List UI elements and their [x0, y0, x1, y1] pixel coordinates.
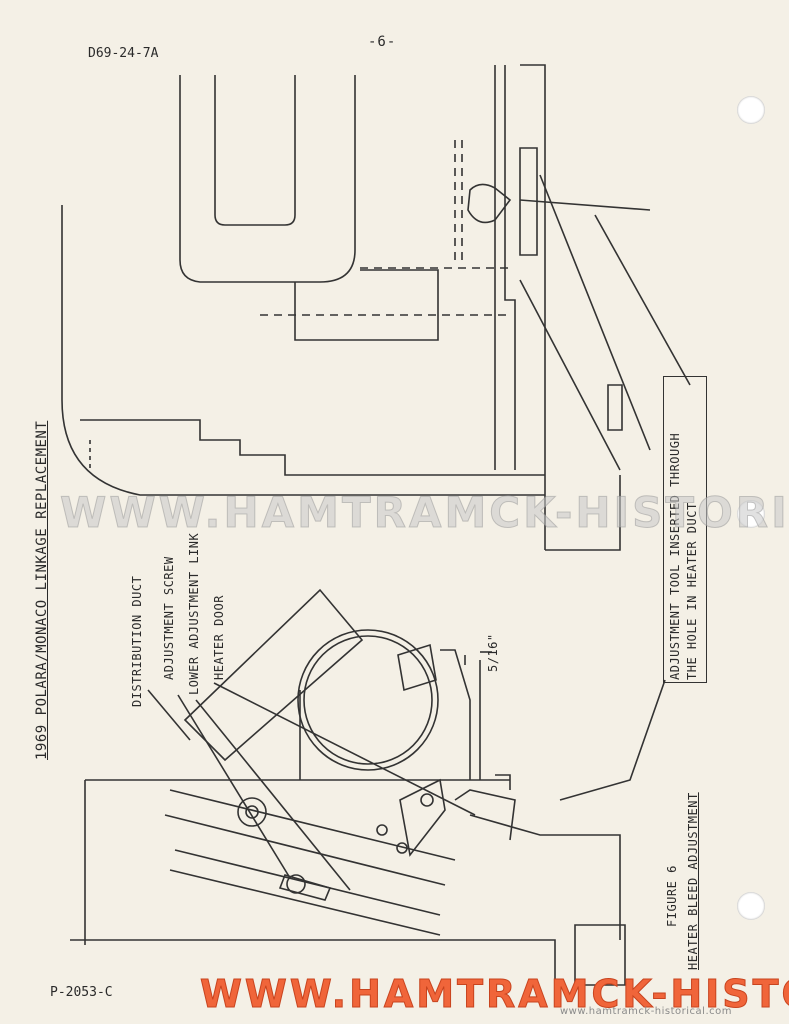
document-title: 1969 POLARA/MONACO LINKAGE REPLACEMENT [34, 420, 50, 760]
binder-hole [737, 96, 765, 124]
binder-hole [737, 892, 765, 920]
part-number: P-2053-C [50, 985, 113, 1000]
label-lower-adjustment-link: LOWER ADJUSTMENT LINK [187, 532, 201, 695]
label-heater-door: HEATER DOOR [212, 595, 226, 680]
document-id: D69-24-7A [88, 46, 159, 61]
label-adjustment-screw: ADJUSTMENT SCREW [162, 556, 176, 680]
callout-line-1: ADJUSTMENT TOOL INSERTED THROUGH [668, 432, 682, 680]
watermark-orange: WWW.HAMTRAMCK-HISTORICAL.COM [199, 972, 789, 1017]
page-number: -6- [368, 34, 397, 50]
dimension-label: 5/16" [486, 633, 500, 672]
watermark-gray: WWW.HAMTRAMCK-HISTORICAL.COM [59, 488, 789, 538]
callout-box [663, 376, 707, 683]
binder-hole [737, 500, 765, 528]
figure-caption: HEATER BLEED ADJUSTMENT [686, 792, 700, 970]
watermark-small: www.hamtramck-historical.com [560, 1006, 732, 1017]
label-distribution-duct: DISTRIBUTION DUCT [130, 575, 144, 707]
figure-number: FIGURE 6 [665, 865, 679, 927]
